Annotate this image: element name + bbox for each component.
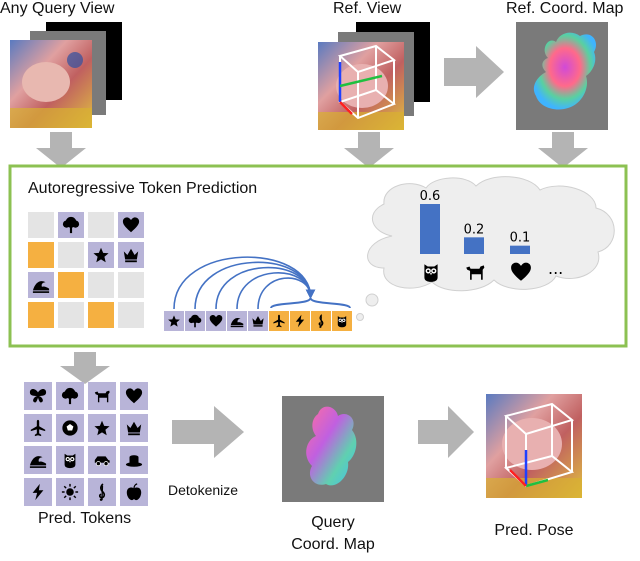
owl-icon: [64, 453, 76, 469]
top-arrows: [36, 46, 588, 168]
cloud-bubble: [365, 293, 379, 307]
query-view-photo: [10, 40, 92, 128]
arrow-down-query: [36, 132, 86, 168]
ref-view-photo: [318, 42, 404, 130]
token-grid: [28, 212, 144, 328]
token-cell: [88, 272, 114, 298]
token-cell: [28, 302, 54, 328]
token-cell: [58, 272, 84, 298]
probability-label: 0.2: [464, 222, 485, 237]
arrow-right-ref: [444, 46, 504, 98]
token-cell: [58, 242, 84, 268]
token-cell: [28, 242, 54, 268]
probability-label: 0.6: [420, 189, 441, 204]
token-cell: [118, 272, 144, 298]
query-label: Query: [311, 514, 355, 531]
detokenize-label: Detokenize: [168, 482, 239, 498]
pred-token-grid: [24, 382, 148, 506]
token-cell: [118, 302, 144, 328]
token-sequence: [164, 311, 352, 331]
cloud-bubble: [356, 313, 364, 321]
ref-coord-map-label: Ref. Coord. Map: [506, 0, 624, 17]
owl-icon: [337, 316, 347, 328]
arrow-down-coord: [538, 132, 588, 168]
axis-red: [509, 469, 527, 487]
autoregressive-arc: [257, 277, 316, 310]
autoregressive-arcs: [173, 256, 351, 310]
probability-bar: [464, 237, 484, 254]
token-cell: [88, 302, 114, 328]
token-cell: [28, 212, 54, 238]
token-cell: [88, 212, 114, 238]
probability-bar: [510, 245, 530, 254]
pred-tokens-label: Pred. Tokens: [38, 510, 132, 527]
ellipsis-text: ...: [548, 259, 563, 278]
arrow-pose: [418, 406, 474, 458]
axis-red: [339, 101, 353, 115]
ref-view-stack: [318, 22, 430, 130]
ball-icon: [62, 420, 78, 436]
any-query-view-label: Any Query View: [0, 0, 115, 17]
sun-icon: [61, 483, 79, 501]
autoregressive-label: Autoregressive Token Prediction: [28, 180, 258, 197]
probability-label: 0.1: [510, 231, 531, 246]
pred-pose-label: Pred. Pose: [494, 522, 574, 539]
pred-pose-photo: [486, 394, 582, 498]
axis-green: [525, 478, 549, 488]
ref-coord-map: [516, 22, 608, 130]
probability-bars: 0.6 0.2 0.1: [420, 189, 531, 282]
arrow-detokenize: [172, 406, 244, 458]
ref-view-label: Ref. View: [333, 0, 402, 17]
arrow-down-ref: [344, 132, 394, 168]
arrow-down-pred: [60, 352, 110, 384]
coord-map-label: Coord. Map: [291, 536, 375, 553]
axis-green: [339, 74, 383, 88]
owl-icon: [424, 264, 438, 282]
query-coord-map: [282, 396, 384, 502]
probability-bar: [420, 204, 440, 254]
token-cell: [58, 302, 84, 328]
query-view-stack: [10, 22, 122, 128]
